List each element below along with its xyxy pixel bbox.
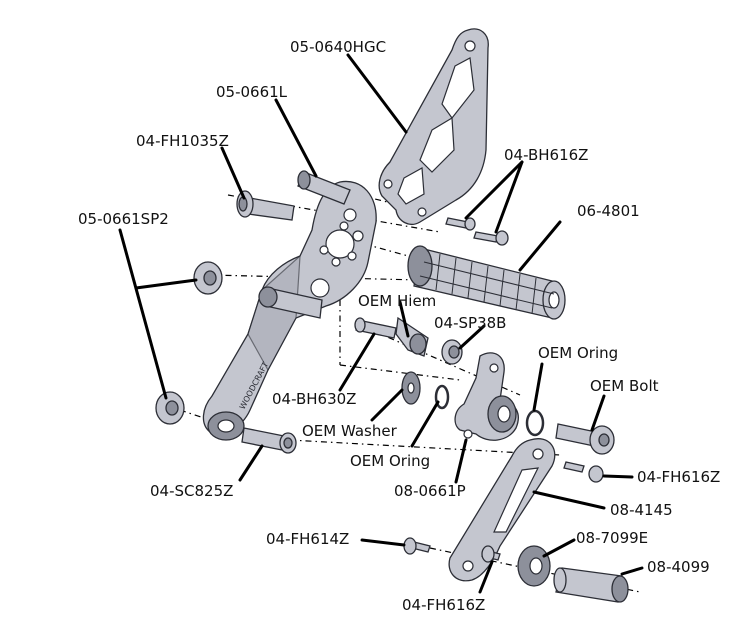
footpeg-06-4801 xyxy=(407,245,566,320)
label-OEM-Oring-top: OEM Oring xyxy=(538,344,618,362)
label-04-FH614Z: 04-FH614Z xyxy=(266,530,349,548)
label-OEM-Bolt: OEM Bolt xyxy=(590,377,659,395)
label-04-SC825Z: 04-SC825Z xyxy=(150,482,233,500)
label-08-4099: 08-4099 xyxy=(647,558,710,576)
label-05-0661SP2: 05-0661SP2 xyxy=(78,210,169,228)
label-04-SP38B: 04-SP38B xyxy=(434,314,506,332)
leader-lines xyxy=(118,53,644,594)
spacers-05-0661SP2 xyxy=(155,261,323,425)
pin-05-0661L xyxy=(297,170,351,205)
label-05-0640HGC: 05-0640HGC xyxy=(290,38,386,56)
label-OEM-Hiem: OEM Hiem xyxy=(358,292,436,310)
label-08-7099E: 08-7099E xyxy=(576,529,648,547)
spacer-08-7099E xyxy=(517,545,551,587)
bolts-bottom xyxy=(403,537,501,563)
label-04-FH616Z-right: 04-FH616Z xyxy=(637,468,720,486)
heim-joint-assembly xyxy=(354,316,463,365)
label-04-FH616Z-bottom: 04-FH616Z xyxy=(402,596,485,614)
label-04-BH630Z: 04-BH630Z xyxy=(272,390,356,408)
label-OEM-Washer: OEM Washer xyxy=(302,422,398,440)
label-08-4145: 08-4145 xyxy=(610,501,673,519)
label-04-FH1035Z: 04-FH1035Z xyxy=(136,132,229,150)
washer-and-orings xyxy=(401,371,545,437)
part-labels: 05-0640HGC 05-0661L 04-FH1035Z 04-BH616Z… xyxy=(78,38,720,614)
label-05-0661L: 05-0661L xyxy=(216,83,288,101)
arm-08-4145 xyxy=(448,438,556,582)
bolt-04-FH1035Z xyxy=(236,190,295,221)
label-04-BH616Z: 04-BH616Z xyxy=(504,146,588,164)
label-OEM-Oring-bottom: OEM Oring xyxy=(350,452,430,470)
sleeve-08-4099 xyxy=(553,567,629,603)
bolt-oem xyxy=(555,423,615,483)
label-08-0661P: 08-0661P xyxy=(394,482,466,500)
pivot-08-0661P xyxy=(454,352,519,441)
screw-04-SC825Z xyxy=(241,427,297,454)
bolts-04-BH616Z xyxy=(445,217,509,246)
heel-guard-part xyxy=(378,28,489,225)
label-06-4801: 06-4801 xyxy=(577,202,640,220)
